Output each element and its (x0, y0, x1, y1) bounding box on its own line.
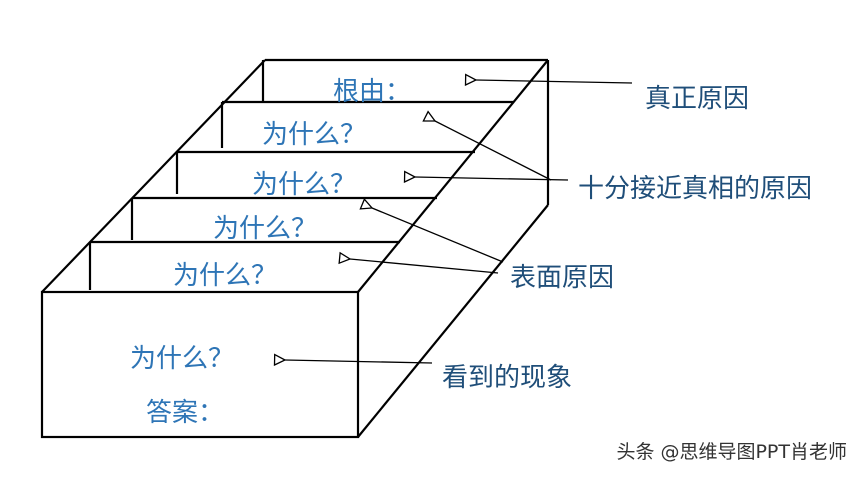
panel-1 (130, 196, 437, 240)
panel-3 (220, 100, 513, 148)
arrow-phenomenon (273, 353, 433, 367)
why-label-4: 为什么？ (262, 120, 367, 150)
box-front-face (40, 290, 360, 439)
box-right-top-edge (357, 59, 549, 293)
why-label-1: 为什么？ (173, 261, 278, 291)
panel-0 (88, 240, 400, 290)
watermark: 头条 @思维导图PPT肖老师 (616, 441, 847, 463)
answer-label: 答案： (146, 398, 225, 428)
why-label-2: 为什么？ (213, 214, 318, 244)
box-right-bottom-edge (357, 204, 549, 438)
callout-true-cause: 真正原因 (645, 84, 750, 114)
arrow-surface-2 (338, 251, 499, 274)
box-left-top-edge (41, 59, 266, 293)
callout-near-truth: 十分接近真相的原因 (578, 174, 813, 204)
root-cause-label: 根由： (333, 77, 412, 107)
callout-visible-phenomenon: 看到的现象 (442, 363, 573, 393)
why-label-3: 为什么？ (252, 170, 357, 200)
arrow-surface-1 (359, 198, 504, 263)
arrow-true-cause (464, 73, 633, 87)
callout-surface-cause: 表面原因 (510, 263, 615, 293)
arrow-near-truth-2 (403, 170, 569, 184)
front-why-label: 为什么？ (130, 344, 235, 374)
panel-2 (175, 150, 475, 194)
arrow-near-truth-1 (422, 110, 552, 181)
